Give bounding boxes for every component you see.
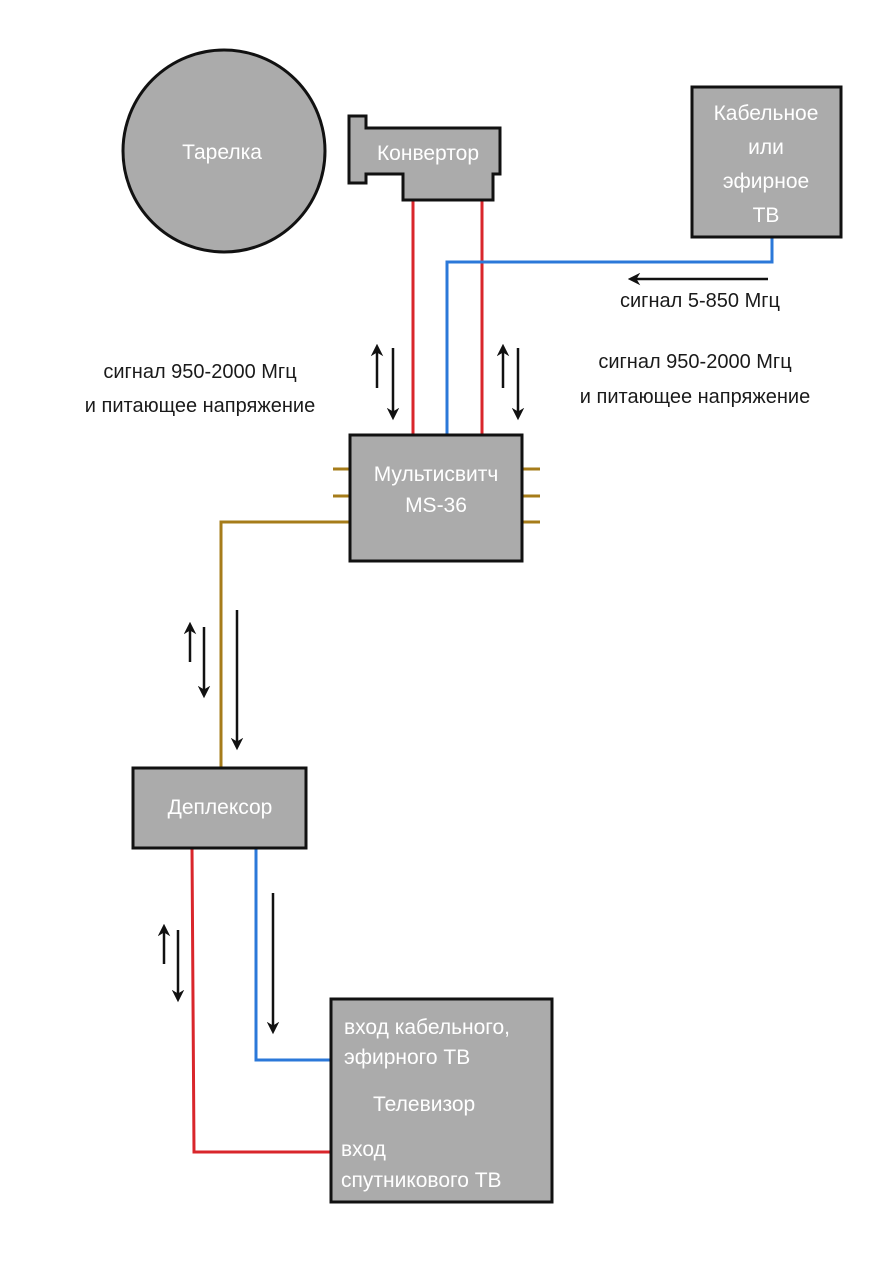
multiswitch-ports [333, 467, 540, 524]
dish: Тарелка [121, 48, 327, 254]
tv-satellite-input-1: вход [341, 1138, 386, 1161]
converter-label: Конвертор [377, 142, 479, 165]
tv-title: Телевизор [373, 1093, 475, 1116]
tv-terrestrial-input-2: эфирного ТВ [344, 1046, 470, 1069]
sat-right-line-2: и питающее напряжение [580, 386, 810, 408]
dish-label: Тарелка [182, 141, 262, 164]
sat-left-line-2: и питающее напряжение [85, 395, 315, 417]
diplexer-label: Деплексор [168, 796, 273, 819]
terrestrial-signal-label: сигнал 5-850 Мгц [620, 290, 780, 312]
converter: Конвертор [347, 114, 502, 202]
cables [190, 200, 774, 1154]
terrestrial-cable-top [445, 238, 774, 435]
cable-tv-line-1: Кабельное [714, 102, 819, 125]
television: вход кабельного, эфирного ТВ Телевизор в… [329, 997, 554, 1204]
tv-satellite-input-2: спутникового ТВ [341, 1169, 502, 1192]
cable-tv-line-2: или [748, 136, 784, 159]
diplexer: Деплексор [131, 766, 308, 850]
sat-right-line-1: сигнал 950-2000 Мгц [598, 351, 791, 373]
sat-left-line-1: сигнал 950-2000 Мгц [103, 361, 296, 383]
multiswitch: Мультисвитч MS-36 [348, 433, 524, 563]
multiswitch-model: MS-36 [405, 494, 467, 517]
trunk-cable [219, 520, 350, 768]
cable-tv-line-4: ТВ [753, 204, 780, 227]
cable-tv-line-3: эфирное [723, 170, 809, 193]
multiswitch-label: Мультисвитч [374, 463, 499, 486]
cable-tv-source: Кабельное или эфирное ТВ [690, 85, 843, 239]
terrestrial-cable-bottom [254, 848, 333, 1062]
sat-cable-bottom [190, 847, 333, 1154]
tv-terrestrial-input-1: вход кабельного, [344, 1016, 510, 1039]
